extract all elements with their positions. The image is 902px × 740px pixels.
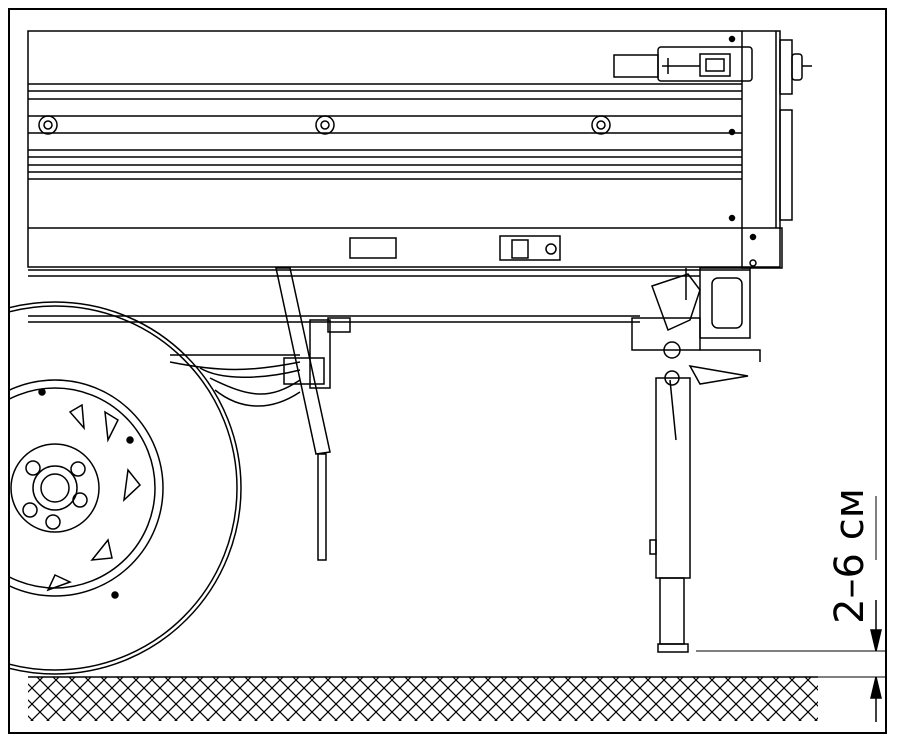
gap-dimension-label: 2–6 см <box>827 488 873 624</box>
rear-lamp-top <box>779 39 812 221</box>
support-jack <box>649 377 691 653</box>
side-board <box>27 30 783 269</box>
side-board-bolts <box>38 115 611 135</box>
mudflap-stay <box>275 267 331 561</box>
wheel <box>9 301 242 675</box>
board-latch <box>613 46 753 82</box>
ground-hatch <box>28 676 818 721</box>
drawing-frame <box>8 8 887 734</box>
dimension-lines <box>696 496 886 722</box>
leaf-spring <box>169 354 301 407</box>
jack-bracket <box>631 267 761 386</box>
body-frame-bottom <box>28 235 750 277</box>
